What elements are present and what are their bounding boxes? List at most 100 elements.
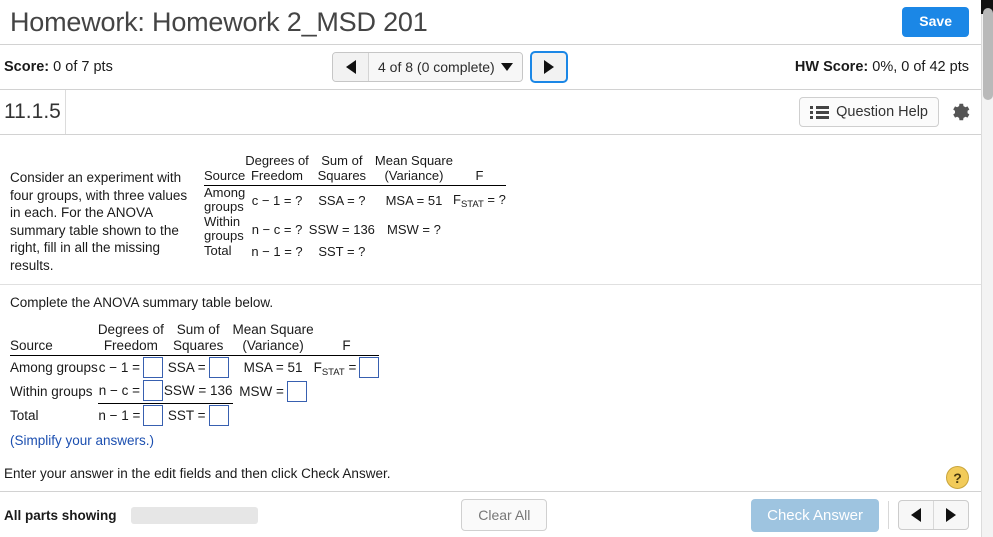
row-source: Within groups bbox=[204, 213, 244, 243]
reference-anova-table: Source Degrees of Freedom Sum of Squares… bbox=[204, 153, 506, 259]
scrollbar-thumb[interactable] bbox=[983, 8, 993, 100]
table-row: Within groups n − c = ? SSW = 136 MSW = … bbox=[204, 213, 506, 244]
header-sum-of-squares: Sum of Squares bbox=[173, 322, 224, 353]
row-source: Total bbox=[10, 407, 39, 423]
row-ms: MSW = bbox=[233, 379, 314, 403]
row-df: n − c = bbox=[97, 379, 164, 404]
footer-next-button[interactable] bbox=[934, 501, 968, 529]
row-source: Among groups bbox=[204, 184, 246, 214]
df-prefix-label: n − 1 = bbox=[98, 407, 141, 423]
problem-prompt: Consider an experiment with four groups,… bbox=[10, 170, 188, 273]
triangle-left-icon bbox=[345, 60, 356, 74]
header-f: F bbox=[475, 168, 484, 183]
row-ss: SSW = 136 bbox=[308, 221, 375, 237]
row-ss: SSW = 136 bbox=[163, 379, 233, 404]
list-icon bbox=[810, 105, 830, 119]
input-df-among-groups[interactable] bbox=[142, 356, 163, 378]
ss-prefix-label: SSA = bbox=[167, 359, 206, 375]
question-select[interactable]: 4 of 8 (0 complete) bbox=[369, 53, 522, 81]
row-df: n − 1 = ? bbox=[251, 243, 303, 259]
question-nav-group: 4 of 8 (0 complete) bbox=[332, 52, 523, 82]
footer-previous-button[interactable] bbox=[899, 501, 933, 529]
input-ssa[interactable] bbox=[208, 356, 229, 378]
score-value: 0 of 7 pts bbox=[53, 59, 113, 75]
reference-anova-table-wrap: Source Degrees of Freedom Sum of Squares… bbox=[200, 153, 506, 274]
row-ms: MSA = 51 bbox=[233, 355, 314, 379]
page-header: Homework: Homework 2_MSD 201 Save bbox=[0, 0, 981, 45]
row-f bbox=[314, 403, 380, 427]
row-df: n − c = ? bbox=[251, 221, 303, 237]
question-help-button[interactable]: Question Help bbox=[799, 97, 939, 127]
df-prefix-label: n − c = bbox=[98, 383, 140, 399]
score-label: Score: bbox=[4, 59, 50, 75]
save-button[interactable]: Save bbox=[902, 7, 969, 37]
question-id-bar: 11.1.5 Question Help bbox=[0, 90, 981, 135]
vertical-scrollbar[interactable] bbox=[981, 0, 993, 537]
settings-button[interactable] bbox=[949, 101, 971, 123]
table-rule bbox=[204, 183, 506, 186]
row-f: FSTAT = ? bbox=[452, 191, 506, 210]
progress-bar bbox=[130, 506, 258, 524]
answer-anova-table: Source Degrees of Freedom Sum of Squares… bbox=[10, 322, 380, 427]
problem-area: Consider an experiment with four groups,… bbox=[0, 135, 981, 456]
row-ss: SST = bbox=[164, 403, 233, 427]
msa-value-label: MSA = 51 bbox=[243, 359, 303, 375]
problem-top: Consider an experiment with four groups,… bbox=[0, 135, 981, 285]
hw-score-display: HW Score: 0%, 0 of 42 pts bbox=[795, 59, 969, 75]
row-ms bbox=[375, 244, 453, 259]
header-degrees-of-freedom: Degrees of Freedom bbox=[245, 153, 309, 183]
input-df-total[interactable] bbox=[143, 404, 164, 426]
score-display: Score: 0 of 7 pts bbox=[2, 59, 332, 75]
ssw-value-label: SSW = 136 bbox=[163, 383, 233, 399]
input-sst[interactable] bbox=[208, 404, 229, 426]
header-source: Source bbox=[10, 338, 53, 353]
fstat-label: FSTAT = bbox=[313, 359, 357, 378]
header-mean-square: Mean Square (Variance) bbox=[232, 322, 314, 353]
row-ss: SST = ? bbox=[318, 243, 366, 259]
row-source: Within groups bbox=[10, 383, 93, 399]
table-row: Total n − 1 = ? SST = ? bbox=[204, 243, 506, 259]
hw-score-label: HW Score: bbox=[794, 59, 869, 75]
footer-divider bbox=[888, 501, 889, 529]
input-msw[interactable] bbox=[286, 380, 307, 402]
row-df: c − 1 = ? bbox=[251, 192, 303, 208]
row-ss: SSA = bbox=[164, 355, 233, 379]
table-header-row: Source Degrees of Freedom Sum of Squares… bbox=[204, 153, 506, 183]
answer-table-header-row: Source Degrees of Freedom Sum of Squares… bbox=[10, 322, 379, 354]
hw-score-value: 0%, 0 of 42 pts bbox=[872, 59, 969, 75]
header-f: F bbox=[342, 338, 351, 353]
row-df: n − 1 = bbox=[98, 403, 164, 427]
answer-section: Complete the ANOVA summary table below. … bbox=[0, 285, 981, 456]
question-navigator: 4 of 8 (0 complete) bbox=[332, 51, 568, 83]
score-bar: Score: 0 of 7 pts 4 of 8 (0 complete) HW… bbox=[0, 45, 981, 90]
input-df-within-groups[interactable] bbox=[142, 380, 163, 402]
answer-instruction: Complete the ANOVA summary table below. bbox=[10, 295, 274, 310]
answer-table-rule bbox=[10, 354, 380, 356]
clear-all-button[interactable]: Clear All bbox=[461, 499, 548, 531]
row-f bbox=[453, 244, 506, 259]
help-icon[interactable]: ? bbox=[946, 466, 969, 489]
next-question-button[interactable] bbox=[529, 51, 568, 83]
page-title: Homework: Homework 2_MSD 201 bbox=[10, 6, 428, 37]
input-fstat[interactable] bbox=[359, 356, 380, 378]
question-number: 11.1.5 bbox=[0, 90, 66, 134]
table-row: Among groups c − 1 = ? SSA = ? MSA = 51 … bbox=[204, 185, 506, 215]
answer-hint: Enter your answer in the edit fields and… bbox=[0, 466, 981, 492]
row-f bbox=[453, 215, 506, 244]
row-f: FSTAT = bbox=[314, 355, 380, 379]
previous-question-button[interactable] bbox=[333, 53, 369, 81]
msw-prefix-label: MSW = bbox=[239, 383, 284, 399]
triangle-left-icon bbox=[911, 508, 921, 522]
row-ms bbox=[233, 403, 314, 427]
row-df: c − 1 = bbox=[98, 355, 164, 379]
footer-bar: All parts showing Clear All Check Answer bbox=[0, 493, 981, 537]
row-ms: MSA = 51 bbox=[385, 192, 443, 208]
table-row: Total n − 1 = SST = bbox=[10, 403, 379, 427]
triangle-right-icon bbox=[543, 60, 554, 74]
check-answer-button[interactable]: Check Answer bbox=[751, 498, 879, 532]
gear-icon bbox=[953, 103, 970, 121]
df-prefix-label: c − 1 = bbox=[98, 359, 140, 375]
header-sum-of-squares: Sum of Squares bbox=[317, 153, 367, 183]
header-mean-square: Mean Square (Variance) bbox=[374, 153, 453, 183]
